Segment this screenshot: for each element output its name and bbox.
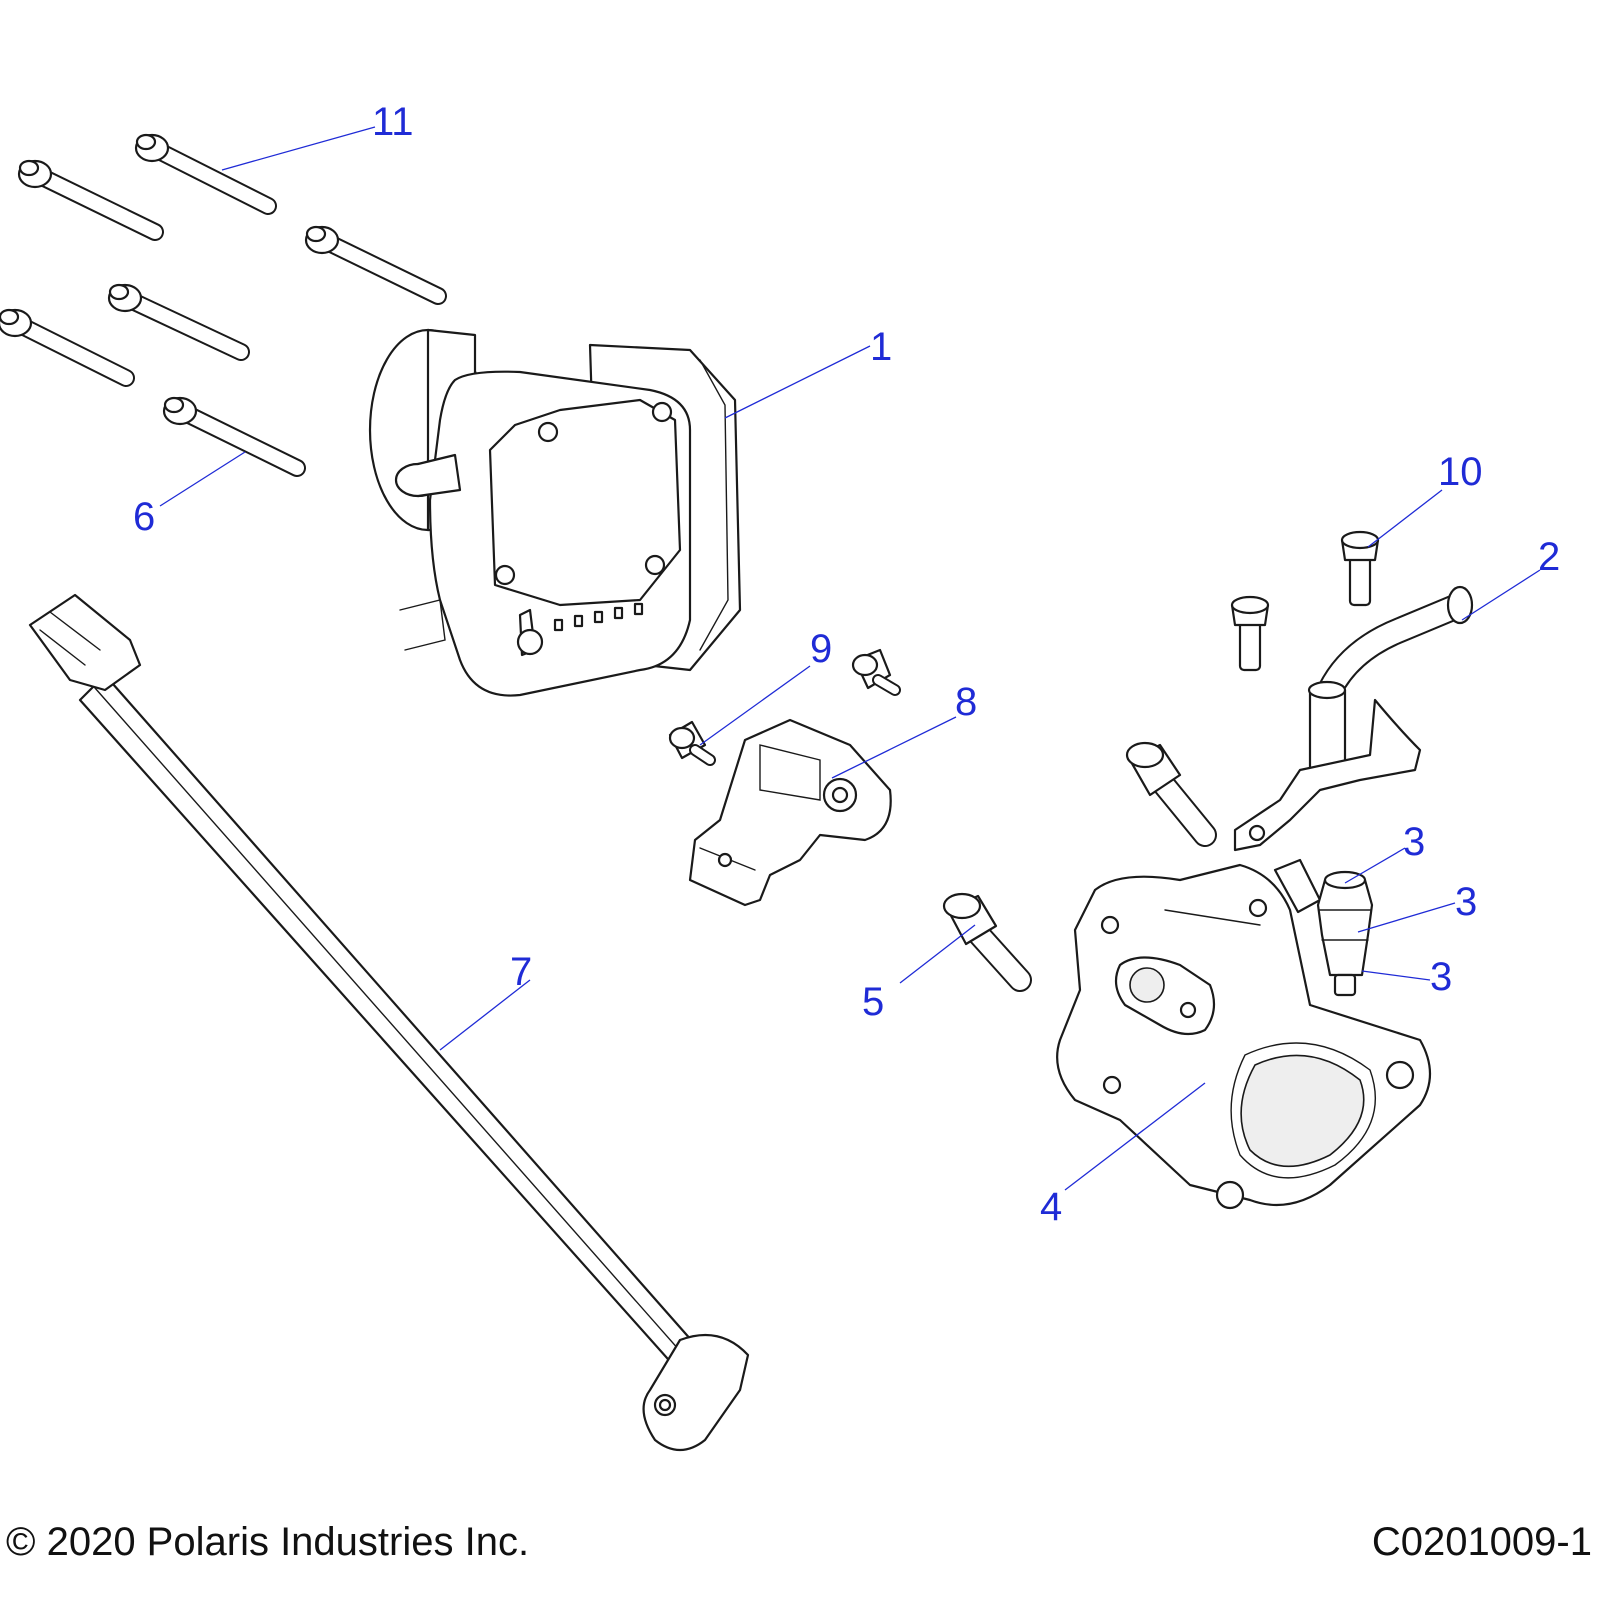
fuel-rail (28, 593, 750, 1452)
bolt-10b (1230, 595, 1270, 672)
long-bolts-group (0, 133, 447, 477)
long-bolt-4 (107, 283, 250, 361)
leader-1 (724, 345, 871, 419)
leader-3c (1361, 970, 1431, 981)
leader-lines (159, 126, 1541, 1191)
long-bolt-5 (0, 308, 135, 387)
callout-6: 6 (133, 495, 155, 539)
callout-7: 7 (510, 950, 532, 994)
callout-3b: 3 (1455, 880, 1477, 924)
callout-labels: 11 1 6 10 2 9 8 3 3 3 5 7 4 (133, 100, 1560, 1229)
callout-8: 8 (955, 680, 977, 724)
throttle-body (368, 328, 742, 697)
fuel-injector (1273, 858, 1374, 997)
small-bolt-9a (851, 648, 901, 696)
leader-3a (1344, 847, 1406, 884)
leader-11 (221, 126, 376, 171)
throttle-connector-pins (553, 602, 644, 632)
leader-2 (1461, 569, 1541, 621)
long-bolt-6 (162, 396, 306, 477)
small-bolt-9b (668, 720, 716, 766)
callout-9: 9 (810, 627, 832, 671)
leader-8 (831, 716, 957, 779)
leader-4 (1064, 1082, 1206, 1191)
fuel-line (1233, 585, 1474, 852)
long-bolt-3 (304, 225, 447, 305)
callout-10: 10 (1438, 450, 1483, 494)
long-bolt-1 (17, 159, 164, 241)
figure-id: C0201009-1 (1371, 1520, 1592, 1564)
leader-5 (899, 924, 976, 984)
callout-4: 4 (1040, 1185, 1062, 1229)
callout-3a: 3 (1403, 820, 1425, 864)
bolt-10a (1340, 530, 1380, 607)
callout-5: 5 (862, 980, 884, 1024)
cap-screw-5a (1125, 741, 1217, 847)
leader-10 (1367, 489, 1443, 548)
callout-2: 2 (1538, 535, 1560, 579)
leader-6 (159, 451, 246, 507)
callout-1: 1 (870, 325, 892, 369)
cap-screw-5b (942, 892, 1032, 992)
leader-9 (699, 665, 811, 746)
callout-11: 11 (372, 100, 414, 144)
copyright-notice: © 2020 Polaris Industries Inc. (6, 1520, 530, 1564)
long-bolt-2 (134, 133, 277, 215)
intake-manifold (1056, 863, 1431, 1210)
callout-3c: 3 (1430, 955, 1452, 999)
leader-3b (1357, 902, 1456, 933)
map-sensor (688, 718, 892, 907)
leader-7 (439, 979, 531, 1051)
